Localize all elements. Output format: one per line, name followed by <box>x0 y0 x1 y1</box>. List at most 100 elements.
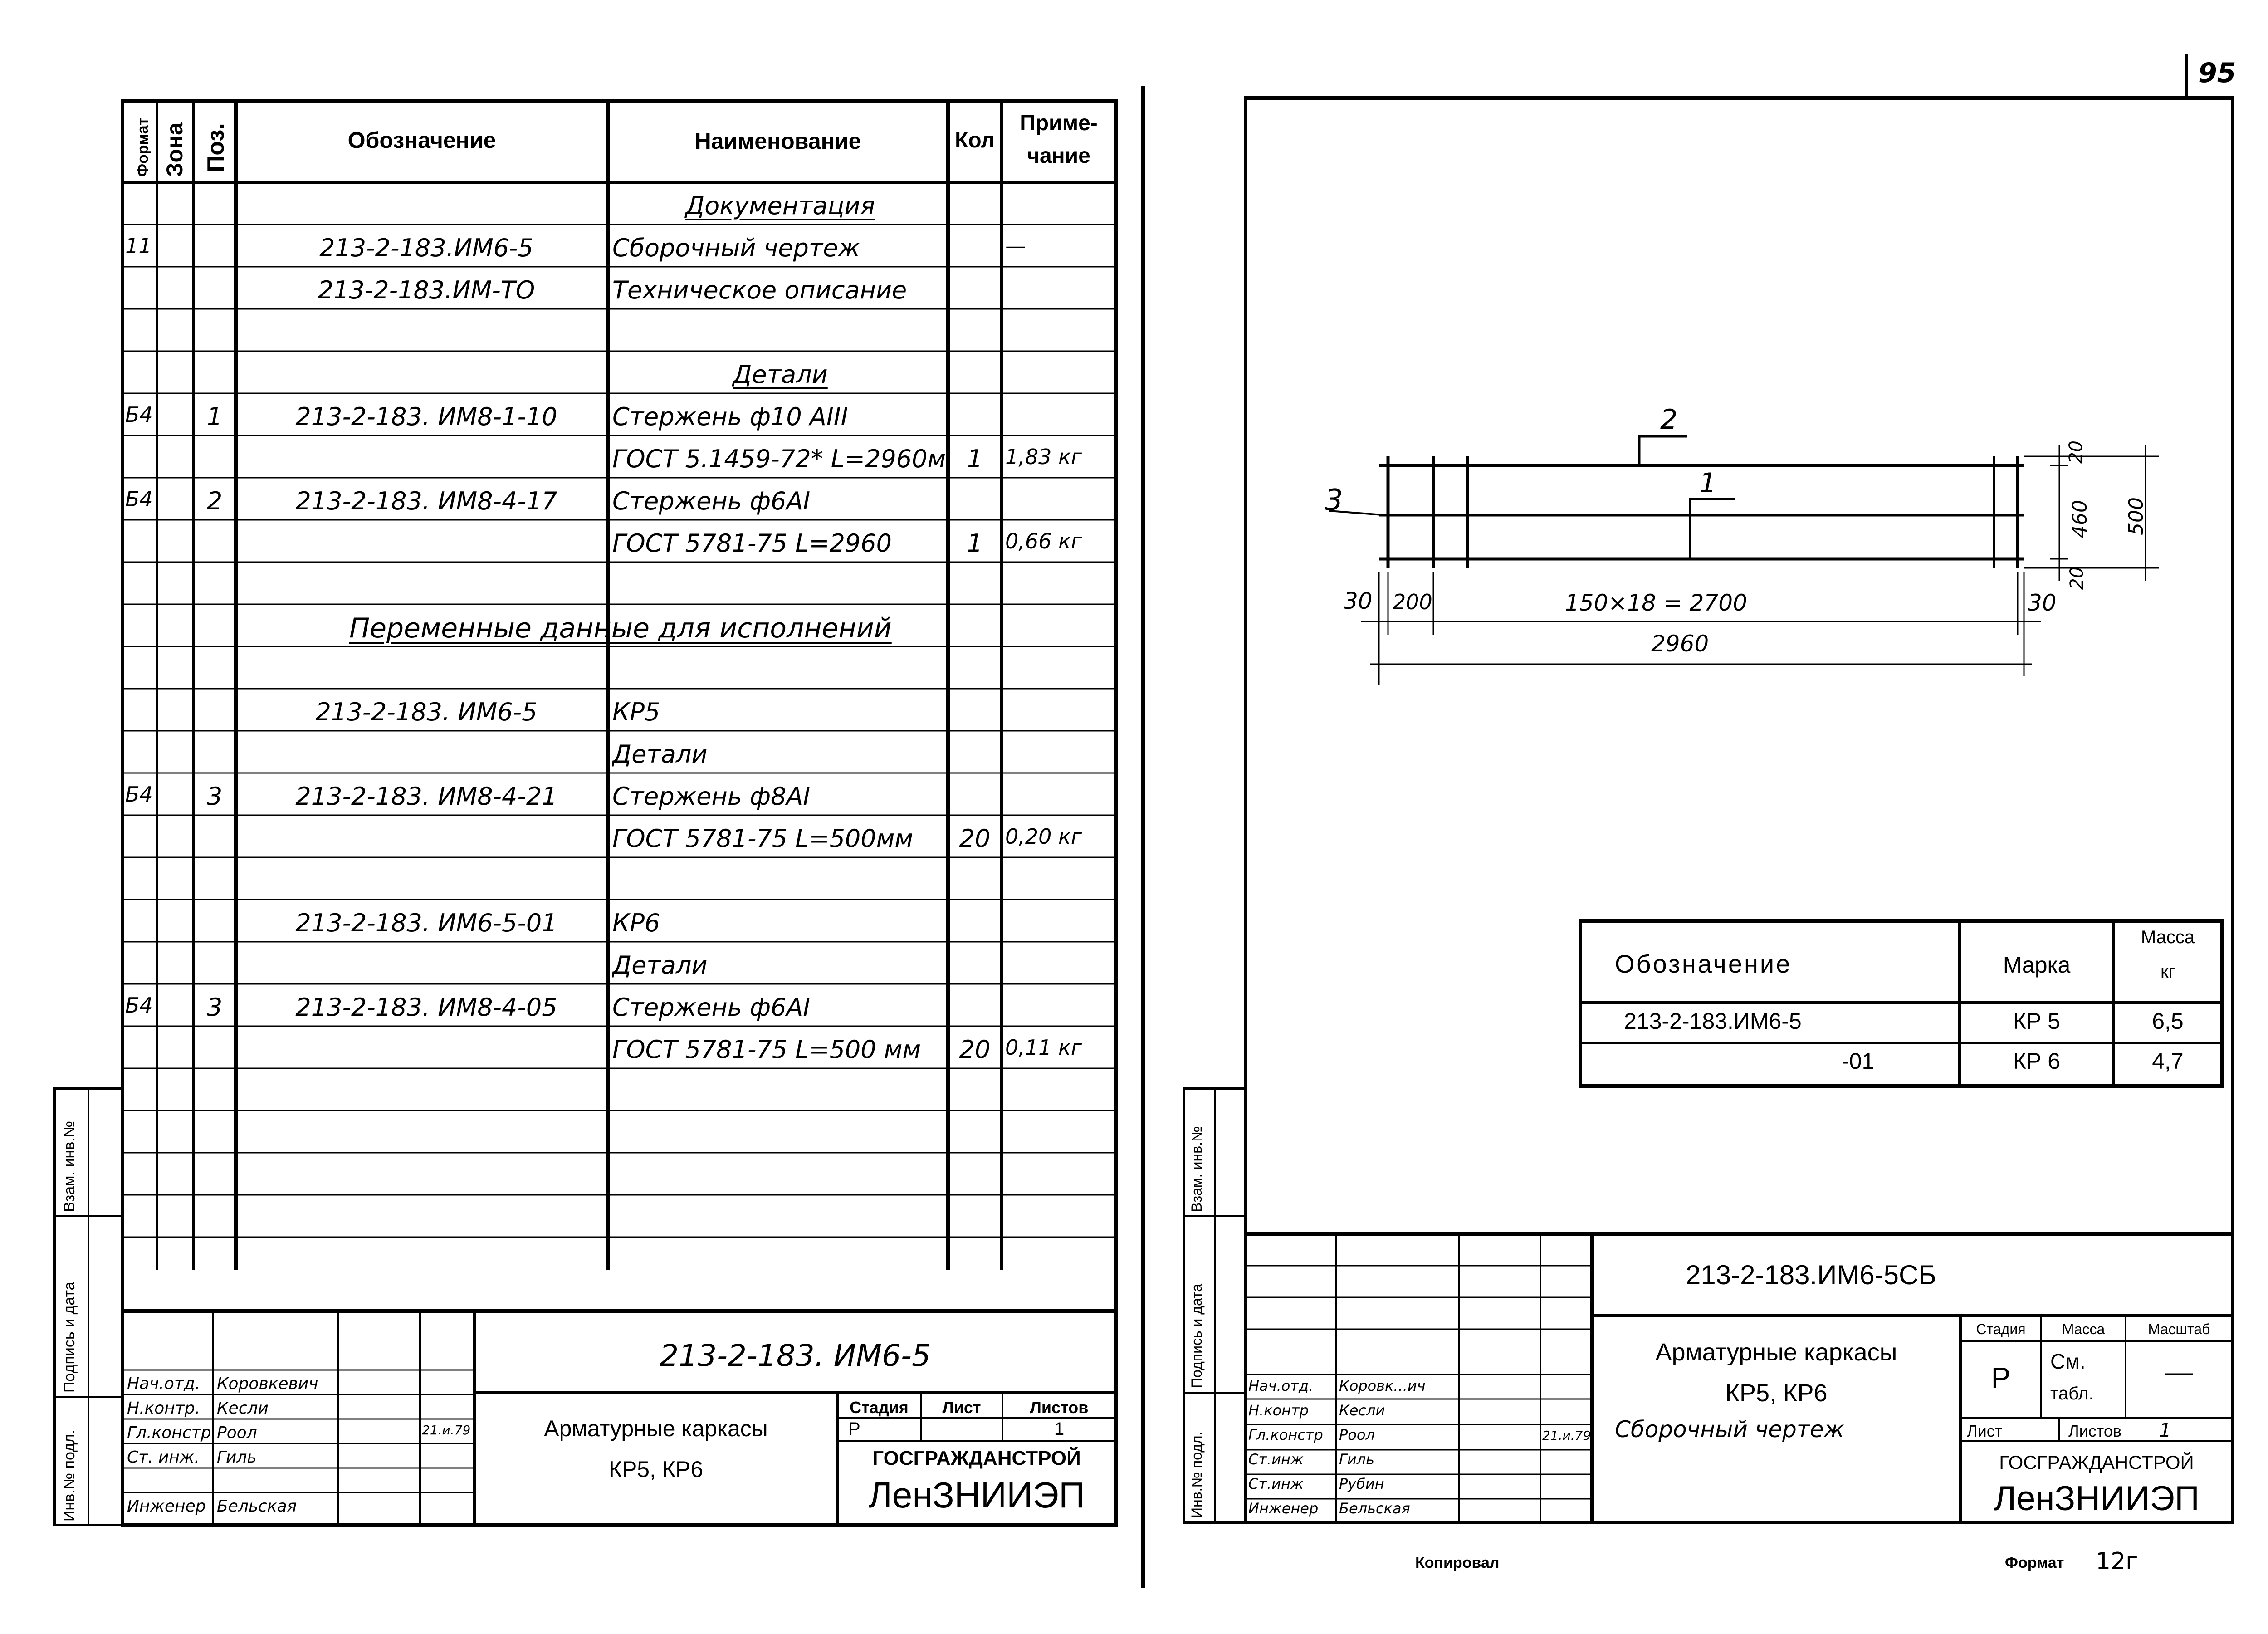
footer-format-value: 12г <box>2096 1548 2138 1575</box>
person-role: Гл.констр <box>1248 1426 1323 1443</box>
spec-cell-pos: 3 <box>206 993 223 1022</box>
right-title-block-org-1: ГОСГРАЖДАНСТРОЙ <box>1999 1452 2194 1473</box>
spec-cell-name: Стержень ф6АI <box>612 487 811 515</box>
dim-200: 200 <box>1393 590 1432 614</box>
title-block-sheets-label: Листов <box>1030 1398 1089 1417</box>
header-note-1: Приме- <box>1020 111 1098 135</box>
variants-header-mass-2: кг <box>2160 962 2175 982</box>
spec-cell-name: Техническое описание <box>612 276 907 304</box>
variable-data-heading: Переменные данные для исполнений <box>349 612 892 644</box>
right-title-block-date: 21.и.79 <box>1542 1428 1591 1443</box>
spec-cell-name: Детали <box>612 951 708 979</box>
title-block-code: 213-2-183. ИМ6-5 <box>660 1338 931 1373</box>
right-title-block-code: 213-2-183.ИМ6-5СБ <box>1686 1260 1936 1290</box>
right-title-block-title-2: КР5, КР6 <box>1725 1380 1828 1407</box>
side-label-inv-orig: Инв.№ подл. <box>61 1429 78 1521</box>
footer-copied: Копировал <box>1415 1554 1500 1571</box>
header-note-2: чание <box>1027 144 1090 168</box>
person-name: Гиль <box>217 1448 257 1467</box>
spec-cell-name: ГОСТ 5.1459-72* L=2960мм <box>612 445 948 473</box>
variants-header-mark: Марка <box>2003 952 2071 978</box>
spec-cell-note: 1,83 кг <box>1005 445 1082 469</box>
header-designation: Обозначение <box>347 127 496 153</box>
spec-cell-note: 0,20 кг <box>1005 824 1082 849</box>
person-name: Коровкевич <box>217 1375 318 1393</box>
spec-cell-format: Б4 <box>125 993 153 1018</box>
right-title-block-sheets-label: Листов <box>2068 1422 2121 1440</box>
spec-cell-name: КР5 <box>612 698 660 726</box>
title-block-org-2: ЛенЗНИИЭП <box>868 1475 1085 1515</box>
person-name: Коровк...ич <box>1339 1377 1426 1394</box>
spec-cell-name: Стержень ф6АI <box>612 993 811 1022</box>
header-format: Формат <box>134 117 152 177</box>
person-role: Инженер <box>1248 1500 1319 1517</box>
right-title-block-sheet-label: Лист <box>1967 1422 2003 1440</box>
spec-cell-format: Б4 <box>125 487 153 511</box>
spec-cell-pos: 2 <box>206 487 223 515</box>
dim-total: 2960 <box>1651 631 1709 657</box>
person-role: Ст. инж. <box>127 1448 200 1467</box>
person-name: Кесли <box>217 1399 269 1418</box>
dim-20-bottom: 20 <box>2067 567 2087 590</box>
right-side-label-replacement: Взам. инв.№ <box>1188 1126 1205 1212</box>
spec-cell-qty: 20 <box>959 1035 991 1064</box>
title-block-title-1: Арматурные каркасы <box>544 1416 768 1441</box>
right-title-block-sheets: 1 <box>2159 1419 2171 1441</box>
side-label-replacement: Взам. инв.№ <box>61 1120 78 1212</box>
right-title-block-title-3: Сборочный чертеж <box>1615 1416 1844 1443</box>
right-title-block-title-1: Арматурные каркасы <box>1655 1339 1897 1366</box>
spec-cell-format: Б4 <box>125 402 153 427</box>
title-block-org-1: ГОСГРАЖДАНСТРОЙ <box>872 1447 1081 1469</box>
variant-row-2-designation: -01 <box>1842 1048 1875 1074</box>
page-number: 95 <box>2198 57 2236 89</box>
leader-1-label: 1 <box>1699 467 1717 499</box>
title-block-sheets: 1 <box>1054 1419 1065 1439</box>
person-role: Инженер <box>127 1497 206 1516</box>
spec-cell-format: Б4 <box>125 782 153 807</box>
spec-cell-designation: 213-2-183. ИМ6-5-01 <box>295 909 557 937</box>
title-block-stage: Р <box>848 1419 860 1439</box>
variant-row-2-mark: КР 6 <box>2013 1048 2061 1074</box>
person-role: Ст.инж <box>1248 1475 1304 1492</box>
side-label-signature-date: Подпись и дата <box>61 1282 78 1393</box>
spec-cell-designation: 213-2-183. ИМ8-4-05 <box>295 993 557 1022</box>
leader-2-label: 2 <box>1660 404 1678 435</box>
spec-cell-name: ГОСТ 5781-75 L=500мм <box>612 824 914 853</box>
leader-3-label: 3 <box>1325 484 1343 517</box>
variant-row-1-designation: 213-2-183.ИМ6-5 <box>1624 1008 1802 1034</box>
right-title-block-org-2: ЛенЗНИИЭП <box>1994 1479 2200 1518</box>
dim-500: 500 <box>2125 497 2148 535</box>
variants-header-designation: Обозначение <box>1615 949 1792 978</box>
spec-cell-name: КР6 <box>612 909 660 937</box>
dim-span: 150×18 = 2700 <box>1565 590 1747 616</box>
person-role: Ст.инж <box>1248 1451 1304 1468</box>
spec-cell-designation: 213-2-183.ИМ-ТО <box>318 276 535 304</box>
dim-30-left: 30 <box>1344 588 1373 614</box>
right-title-block-stage-label: Стадия <box>1976 1321 2026 1337</box>
spec-cell-name: Документация <box>685 191 875 220</box>
right-title-block-mass-label: Масса <box>2062 1321 2105 1337</box>
spec-cell-qty: 20 <box>959 824 991 853</box>
person-name: Роол <box>217 1424 257 1442</box>
person-name: Роол <box>1339 1426 1375 1443</box>
header-pos: Поз. <box>203 123 229 172</box>
spec-cell-name: ГОСТ 5781-75 L=2960 <box>612 529 892 558</box>
variants-header-mass-1: Масса <box>2141 927 2195 947</box>
spec-cell-name: Сборочный чертеж <box>612 234 860 262</box>
spec-cell-format: 11 <box>125 234 152 258</box>
spec-cell-designation: 213-2-183. ИМ8-4-17 <box>295 487 557 515</box>
spec-cell-qty: 1 <box>967 529 983 558</box>
right-side-label-signature-date: Подпись и дата <box>1188 1283 1205 1388</box>
spec-cell-qty: 1 <box>967 445 983 473</box>
dim-460: 460 <box>2068 500 2092 538</box>
right-title-block-stage: Р <box>1991 1361 2011 1394</box>
spec-cell-note: 0,11 кг <box>1005 1035 1082 1060</box>
person-name: Бельская <box>1339 1500 1410 1517</box>
person-role: Гл.констр. <box>127 1424 216 1442</box>
person-name: Бельская <box>217 1497 297 1516</box>
spec-cell-pos: 3 <box>206 782 223 811</box>
dim-30-right: 30 <box>2028 590 2057 616</box>
footer-format-label: Формат <box>2005 1554 2064 1571</box>
person-name: Рубин <box>1339 1475 1384 1492</box>
